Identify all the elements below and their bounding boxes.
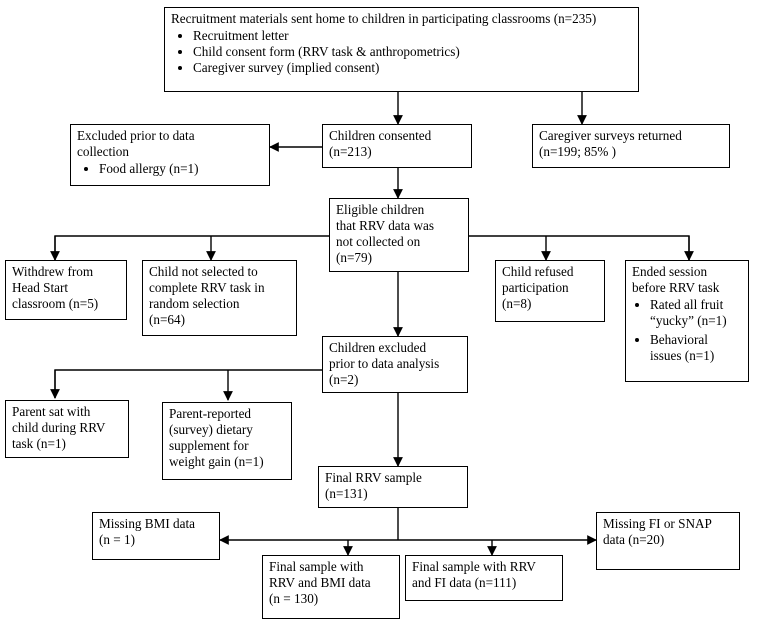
list-item: Caregiver survey (implied consent) (193, 60, 632, 76)
branch-line-excluded-analysis (54, 369, 322, 398)
final-bmi-box: Final sample with RRV and BMI data (n = … (262, 555, 400, 619)
missing-bmi-box: Missing BMI data (n = 1) (92, 512, 220, 560)
surveys-returned-title: Caregiver surveys returned (n=199; 85% ) (539, 128, 682, 159)
excluded-analysis-box: Children excluded prior to data analysis… (322, 336, 468, 393)
excluded-analysis-title: Children excluded prior to data analysis… (329, 340, 440, 387)
withdrew-box: Withdrew from Head Start classroom (n=5) (5, 260, 127, 320)
excluded-prior-collection-title: Excluded prior to data collection (77, 128, 195, 159)
refused-title: Child refused participation (n=8) (502, 264, 574, 311)
final-fi-title: Final sample with RRV and FI data (n=111… (412, 559, 536, 590)
excluded-prior-collection-box: Excluded prior to data collection Food a… (70, 124, 270, 186)
ended-session-title: Ended session before RRV task (632, 264, 720, 295)
not-selected-title: Child not selected to complete RRV task … (149, 264, 265, 327)
not-selected-box: Child not selected to complete RRV task … (142, 260, 297, 336)
eligible-not-collected-title: Eligible children that RRV data was not … (336, 202, 434, 265)
supplement-title: Parent-reported (survey) dietary supplem… (169, 406, 264, 469)
list-item: Recruitment letter (193, 28, 632, 44)
final-rrv-box: Final RRV sample (n=131) (318, 466, 468, 508)
list-item: Child consent form (RRV task & anthropom… (193, 44, 632, 60)
final-rrv-title: Final RRV sample (n=131) (325, 470, 422, 501)
withdrew-title: Withdrew from Head Start classroom (n=5) (12, 264, 99, 311)
refused-box: Child refused participation (n=8) (495, 260, 605, 322)
list-item: Rated all fruit “yucky” (n=1) (650, 297, 742, 329)
consented-box: Children consented (n=213) (322, 124, 472, 168)
ended-session-box: Ended session before RRV task Rated all … (625, 260, 749, 382)
missing-fi-title: Missing FI or SNAP data (n=20) (603, 516, 712, 547)
surveys-returned-box: Caregiver surveys returned (n=199; 85% ) (532, 124, 730, 168)
eligible-not-collected-box: Eligible children that RRV data was not … (329, 198, 469, 272)
list-item: Food allergy (n=1) (99, 161, 263, 177)
final-fi-box: Final sample with RRV and FI data (n=111… (405, 555, 563, 601)
consented-title: Children consented (n=213) (329, 128, 432, 159)
missing-fi-box: Missing FI or SNAP data (n=20) (596, 512, 740, 570)
final-bmi-title: Final sample with RRV and BMI data (n = … (269, 559, 371, 606)
supplement-box: Parent-reported (survey) dietary supplem… (162, 402, 292, 480)
list-item: Behavioral issues (n=1) (650, 332, 742, 364)
missing-bmi-title: Missing BMI data (n = 1) (99, 516, 195, 547)
recruitment-list: Recruitment letter Child consent form (R… (171, 28, 632, 76)
parent-sat-title: Parent sat with child during RRV task (n… (12, 404, 106, 451)
recruitment-box: Recruitment materials sent home to child… (164, 7, 639, 92)
recruitment-title: Recruitment materials sent home to child… (171, 11, 597, 26)
parent-sat-box: Parent sat with child during RRV task (n… (5, 400, 129, 458)
